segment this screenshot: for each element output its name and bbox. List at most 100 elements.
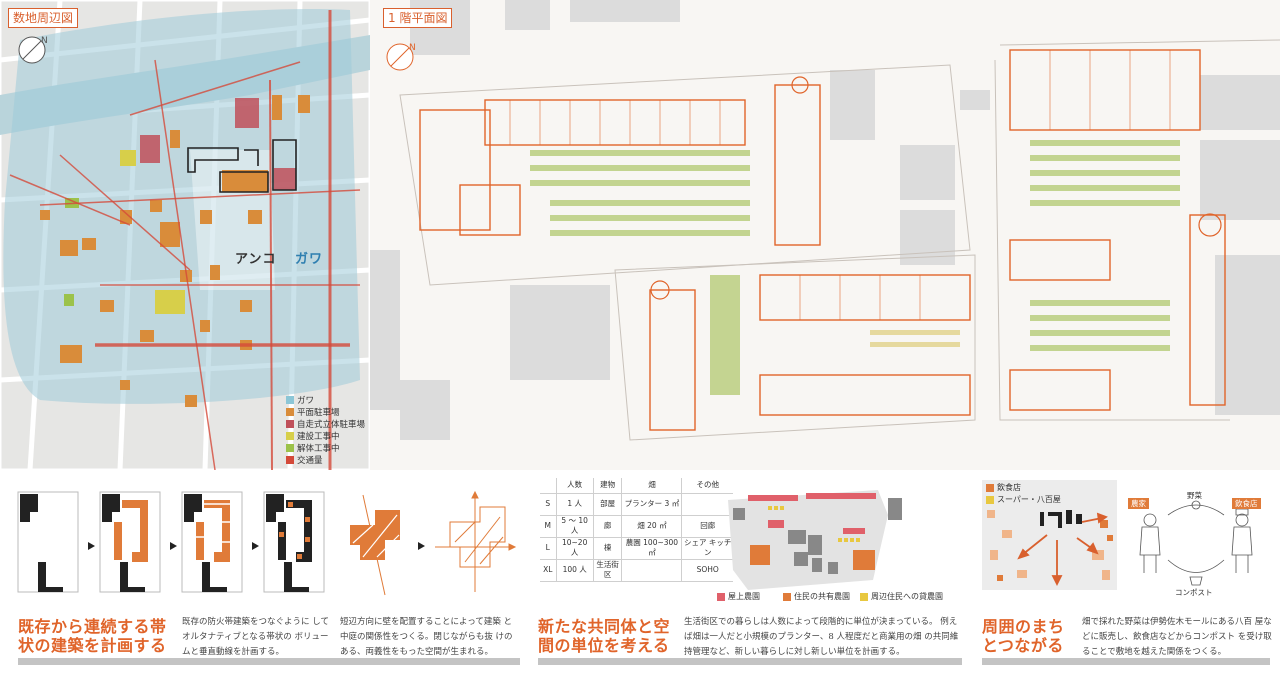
table-cell: 100 人 <box>555 559 594 582</box>
legend-swatch <box>986 495 994 504</box>
legend-item-multistory-parking: 自走式立体駐車場 <box>286 418 368 430</box>
gawa-label: ガワ <box>295 252 324 267</box>
svg-text:N: N <box>409 43 416 53</box>
legend-label: 解体工事中 <box>297 444 340 454</box>
table-header <box>540 478 556 494</box>
legend-swatch <box>286 432 294 440</box>
heading-strip-line1: 既存から連続する帯 <box>18 617 167 636</box>
legend-label: 平面駐車場 <box>297 408 340 418</box>
strip-text-col2: 短辺方向に壁を配置することによって建築 と中庭の関係性をつくる。閉じながらも抜 … <box>340 617 513 657</box>
legend-label: ガワ <box>297 396 315 406</box>
table-cell: 生活街区 <box>592 559 622 582</box>
table-cell: 農園 100~300 ㎡ <box>621 537 682 560</box>
neighborhood-panel: 飲食店 スーパー・八百屋 農家 飲食店 野菜 コンポスト 周囲のまち とつながる… <box>970 470 1280 677</box>
svg-text:N: N <box>41 36 48 46</box>
unit-table: 人数 建物 畑 その他 S 1 人 部屋 プランター 3 ㎡ M 5 〜 10 … <box>540 478 733 582</box>
legend-swatch <box>286 444 294 452</box>
site-map-panel: N 数地周辺図 アンコ ガワ ガワ 平面駐車場 自走式立体駐車場 建設工事中 解… <box>0 0 370 470</box>
legend-item-demolition: 解体工事中 <box>286 442 368 454</box>
legend-label: 周辺住民への貸農園 <box>871 592 943 601</box>
legend-item-rental-farm: 周辺住民への貸農園 <box>860 591 943 602</box>
table-cell: 1 人 <box>555 493 594 516</box>
table-cell: 部屋 <box>592 493 622 516</box>
legend-item-supermarket: スーパー・八百屋 <box>986 494 1061 505</box>
legend-swatch <box>783 592 791 601</box>
legend-swatch <box>286 408 294 416</box>
community-unit-panel: 人数 建物 畑 その他 S 1 人 部屋 プランター 3 ㎡ M 5 〜 10 … <box>530 470 970 677</box>
farmer-label: 農家 <box>1128 498 1149 509</box>
legend-item-rooftop: 屋上農園 <box>717 591 760 602</box>
site-map-title: 数地周辺図 <box>8 8 79 28</box>
legend-label: 交通量 <box>297 456 323 466</box>
table-cell: 5 〜 10 人 <box>555 515 594 538</box>
table-header-row: 人数 建物 畑 その他 <box>540 478 733 494</box>
farm-distribution-map <box>728 490 902 590</box>
legend-item-traffic: 交通量 <box>286 454 368 466</box>
heading-community-line1: 新たな共同体と空 <box>538 617 671 636</box>
legend-swatch <box>717 592 725 601</box>
site-map-drawing: N <box>0 0 370 470</box>
strip-text-col1: 既存の防火帯建築をつなぐように してオルタナティブとなる帯状の ボリュームと垂直… <box>182 617 329 657</box>
legend-label: 住民の共有農園 <box>794 592 850 601</box>
table-row: S 1 人 部屋 プランター 3 ㎡ <box>540 493 733 516</box>
table-cell: L <box>540 537 556 560</box>
legend-swatch <box>286 396 294 404</box>
table-cell: 棟 <box>592 537 622 560</box>
table-cell: S <box>540 493 556 516</box>
floor-plan-panel: N 1 階平面図 <box>370 0 1280 470</box>
table-row: XL 100 人 生活街区 SOHO <box>540 559 733 582</box>
legend-swatch <box>286 420 294 428</box>
legend-swatch <box>860 592 868 601</box>
divider-bar <box>18 658 520 665</box>
legend-item-shared-farm: 住民の共有農園 <box>783 591 850 602</box>
compass-icon: N <box>18 36 48 64</box>
legend-label: 屋上農園 <box>728 592 760 601</box>
table-cell: M <box>540 515 556 538</box>
heading-neighborhood-line1: 周囲のまち <box>982 617 1065 636</box>
strip-architecture-panel: 既存から連続する帯 状の建築を計画する 既存の防火帯建築をつなぐように してオル… <box>0 470 530 677</box>
site-map-legend: ガワ 平面駐車場 自走式立体駐車場 建設工事中 解体工事中 交通量 <box>286 394 368 466</box>
compost-label: コンポスト <box>1175 588 1213 597</box>
restaurant-label: 飲食店 <box>1232 498 1261 509</box>
table-header: 建物 <box>592 478 622 494</box>
divider-bar <box>538 658 962 665</box>
legend-label: 自走式立体駐車場 <box>297 420 366 430</box>
table-header: 人数 <box>555 478 594 494</box>
community-text: 生活街区での暮らしは人数によって段階的に単位が決まっている。 例えば畑は一人だと… <box>684 617 959 657</box>
table-cell <box>681 493 733 516</box>
floor-plan-drawing: N <box>370 0 1280 441</box>
table-cell: SOHO <box>681 559 733 582</box>
heading-community-line2: 間の単位を考える <box>538 636 670 655</box>
table-cell: 10~20 人 <box>555 537 594 560</box>
legend-label: 飲食店 <box>997 483 1021 492</box>
legend-label: スーパー・八百屋 <box>997 495 1061 504</box>
vegetable-label: 野菜 <box>1187 491 1202 500</box>
table-row: L 10~20 人 棟 農園 100~300 ㎡ シェア キッチン <box>540 537 733 560</box>
divider-bar <box>982 658 1270 665</box>
legend-item-gawa: ガワ <box>286 394 368 406</box>
table-cell: 廊 <box>592 515 622 538</box>
legend-label: 建設工事中 <box>297 432 340 442</box>
legend-item-restaurant: 飲食店 <box>986 482 1021 493</box>
floor-plan-title: 1 階平面図 <box>383 8 453 28</box>
table-header: 畑 <box>621 478 682 494</box>
compass-icon: N <box>386 43 416 71</box>
table-cell: 畑 20 ㎡ <box>621 515 682 538</box>
table-header: その他 <box>681 478 733 494</box>
legend-swatch <box>986 483 994 492</box>
volume-diagrams <box>17 490 517 596</box>
table-cell: プランター 3 ㎡ <box>621 493 682 516</box>
table-cell: XL <box>540 559 556 582</box>
table-cell: 回廊 <box>681 515 733 538</box>
legend-item-flat-parking: 平面駐車場 <box>286 406 368 418</box>
heading-strip-line2: 状の建築を計画する <box>18 636 167 655</box>
neighborhood-text: 畑で採れた野菜は伊勢佐木モールにある八百 屋などに販売し、飲食店などからコンポス… <box>1082 617 1272 657</box>
table-row: M 5 〜 10 人 廊 畑 20 ㎡ 回廊 <box>540 515 733 538</box>
legend-swatch <box>286 456 294 464</box>
anko-label: アンコ <box>235 252 277 267</box>
table-cell: シェア キッチン <box>681 537 733 560</box>
neighborhood-diagram <box>982 480 1253 590</box>
table-cell <box>621 559 682 582</box>
heading-neighborhood-line2: とつながる <box>982 636 1064 655</box>
legend-item-construction: 建設工事中 <box>286 430 368 442</box>
